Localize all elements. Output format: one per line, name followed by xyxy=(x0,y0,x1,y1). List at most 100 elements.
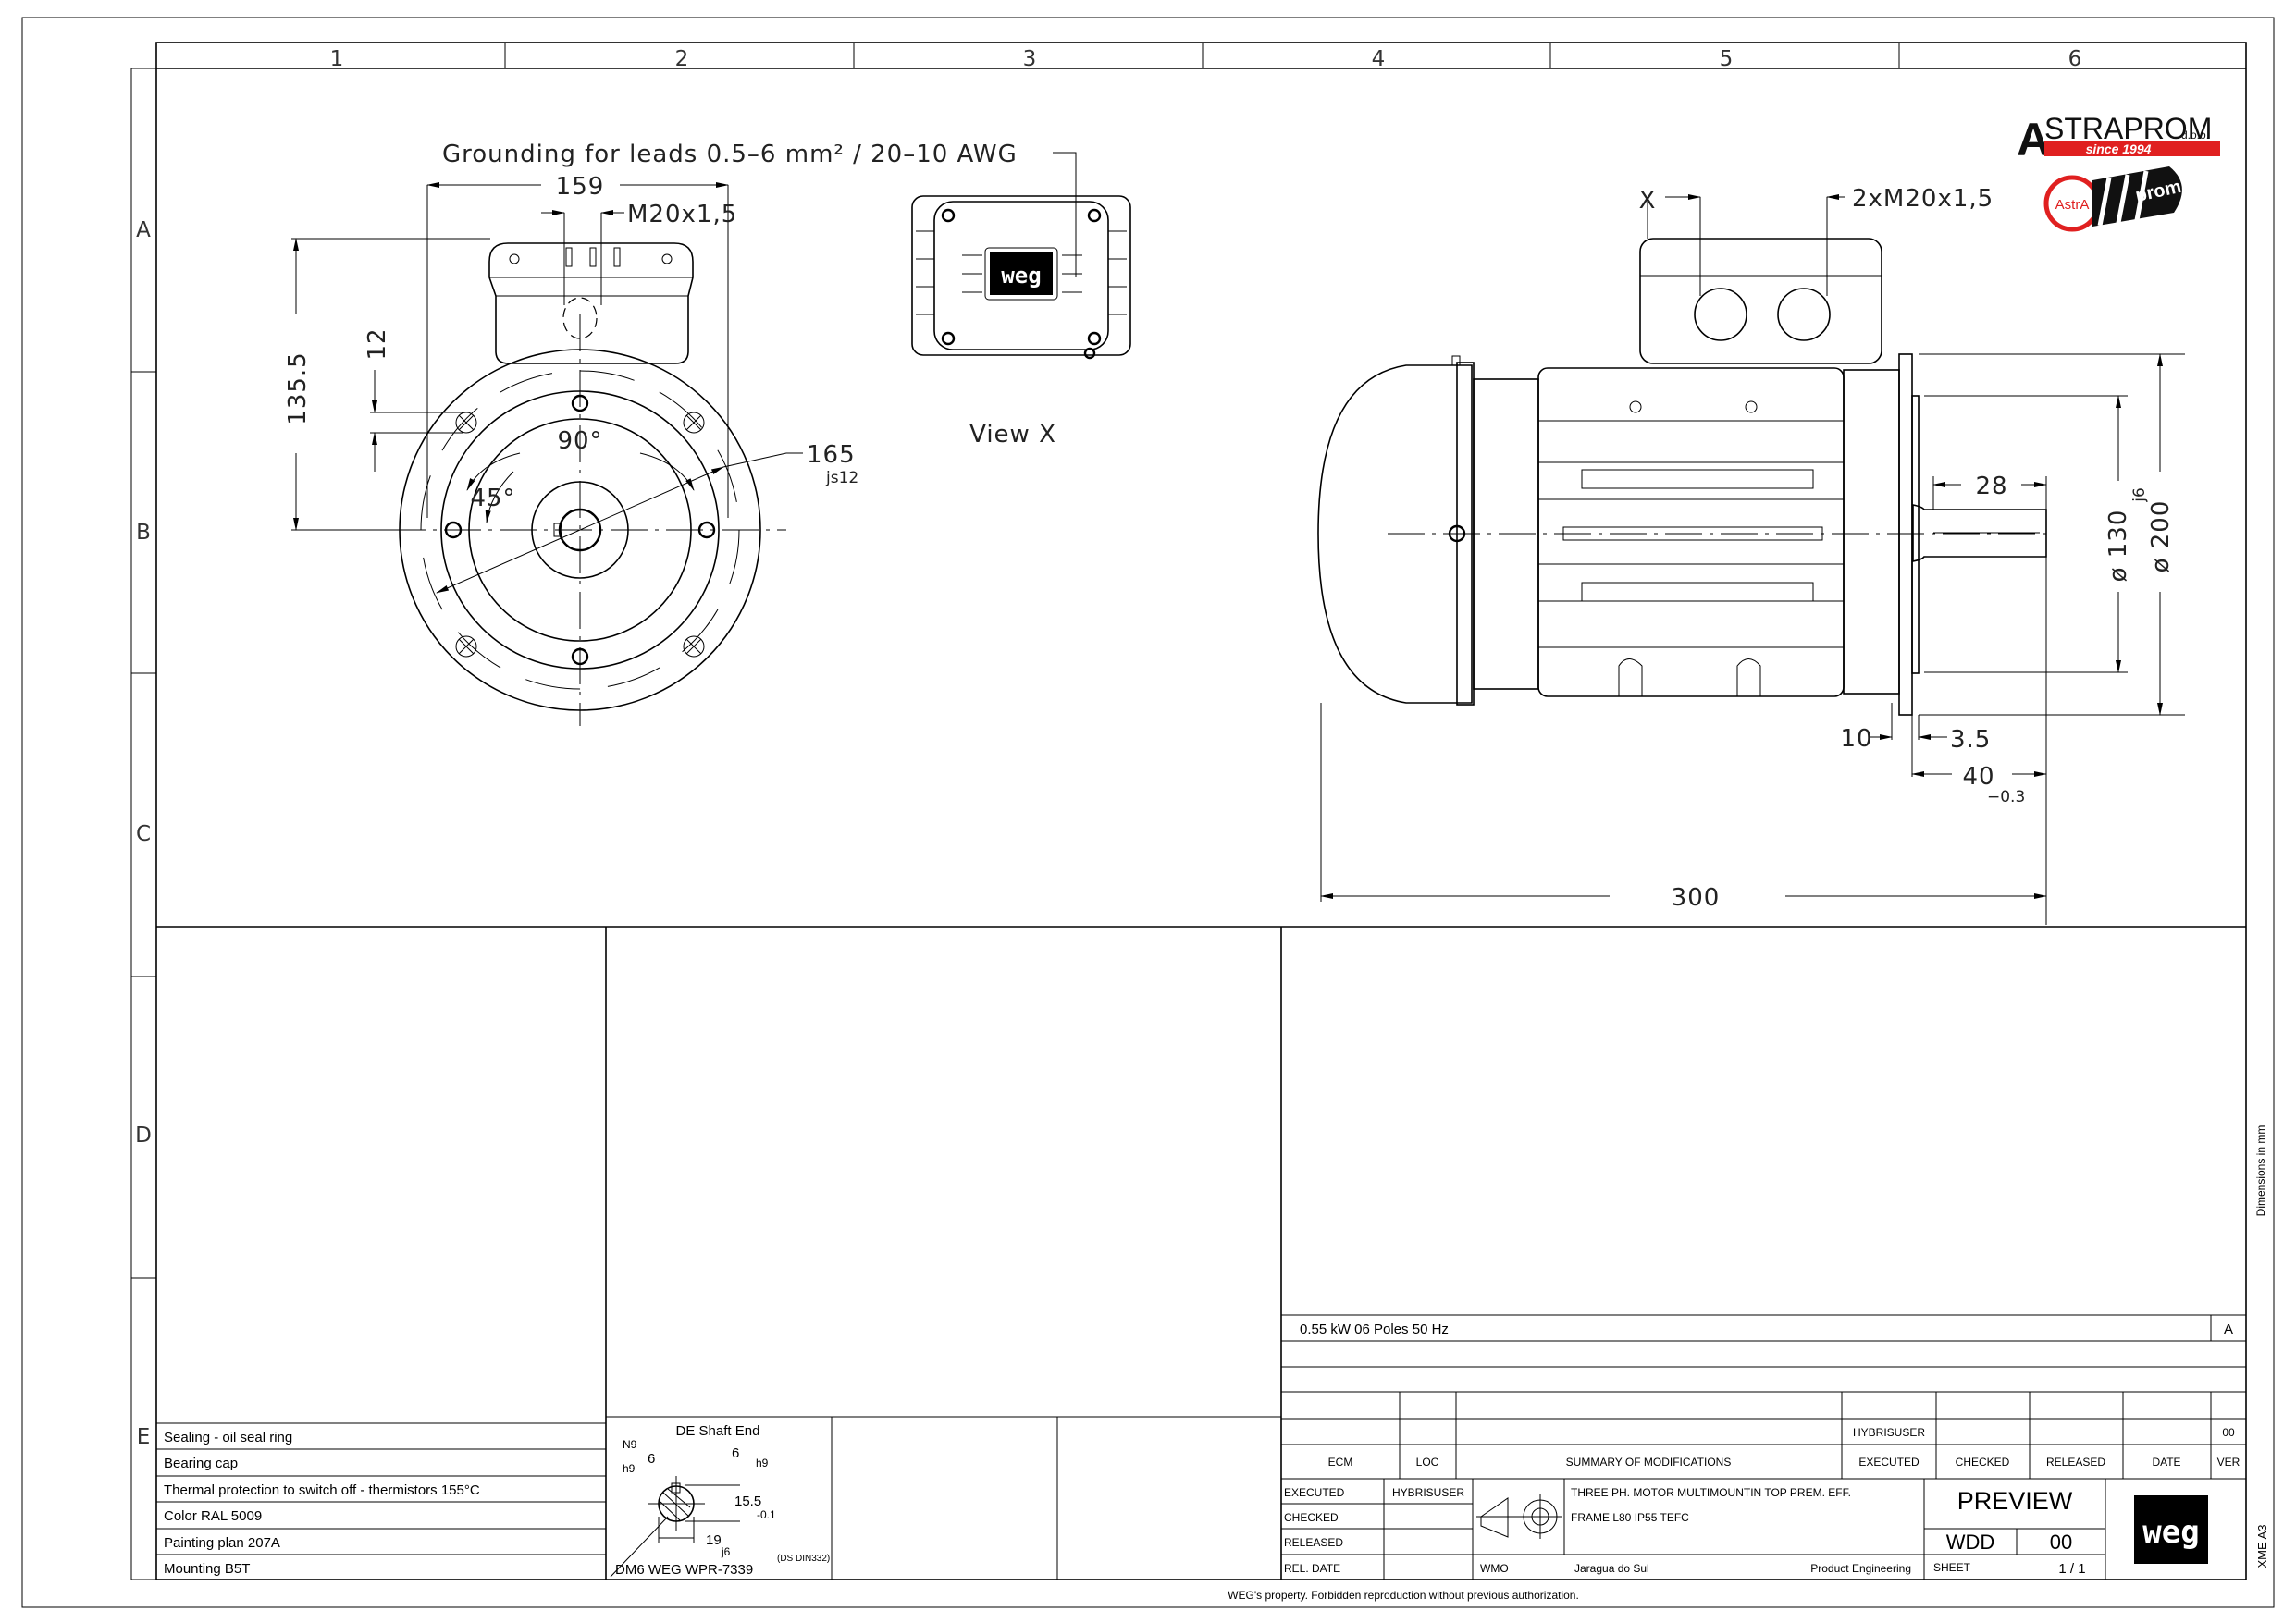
header-ecm: ECM xyxy=(1328,1456,1353,1469)
document-type: WDD xyxy=(1946,1531,1995,1554)
header-ver: VER xyxy=(2217,1456,2240,1469)
executed-by: HYBRISUSER xyxy=(1392,1486,1464,1499)
dim-pcd-165: 165 xyxy=(807,441,856,469)
dim-19: 19 xyxy=(706,1532,722,1548)
row-label: E xyxy=(137,1425,151,1449)
dim-spigot-depth-3-5: 3.5 xyxy=(1950,726,1991,754)
dim-15-5: 15.5 xyxy=(734,1494,761,1509)
angle-90: 90° xyxy=(557,427,602,455)
location: Jaragua do Sul xyxy=(1574,1562,1649,1575)
weg-logo-small: weg xyxy=(1001,263,1041,289)
sheet-format: XME A3 xyxy=(2255,1525,2269,1568)
label-checked: CHECKED xyxy=(1284,1511,1339,1524)
svg-text:weg: weg xyxy=(2142,1514,2199,1551)
view-x-label: View X xyxy=(969,421,1056,449)
svg-text:STRAPROM: STRAPROM xyxy=(2044,112,2212,145)
front-view: 159 M20x1,5 135.5 12 90° 45° 165 js12 xyxy=(284,173,858,726)
units-note: Dimensions in mm xyxy=(2254,1125,2267,1217)
center-hole-standard: (DS DIN332) xyxy=(777,1554,830,1564)
label-executed: EXECUTED xyxy=(1284,1486,1345,1499)
header-executed: EXECUTED xyxy=(1858,1456,1920,1469)
status-preview: PREVIEW xyxy=(1957,1487,2073,1515)
row-letters: A B C D E xyxy=(135,218,152,1449)
document-revision: 00 xyxy=(2050,1531,2072,1554)
sheet-number: 1 / 1 xyxy=(2058,1561,2085,1577)
revision-version: 00 xyxy=(2222,1426,2235,1439)
dim-hole-12: 12 xyxy=(364,327,391,360)
unit: WMO xyxy=(1480,1562,1509,1575)
shaft-end-detail: DE Shaft End N9 6 h9 6 h9 15.5 -0.1 19 j… xyxy=(605,1416,1281,1580)
label-rel-date: REL. DATE xyxy=(1284,1562,1340,1575)
column-label: 3 xyxy=(1023,47,1037,71)
header-checked: CHECKED xyxy=(1956,1456,2010,1469)
note-item: Thermal protection to switch off - therm… xyxy=(164,1482,480,1498)
dim-spigot-130: ø 130 xyxy=(2105,510,2132,583)
dim-shaft-tolerance: −0.3 xyxy=(1987,788,2025,806)
department: Product Engineering xyxy=(1810,1562,1911,1575)
dim-pcd-tolerance: js12 xyxy=(825,469,858,487)
description-line-1: THREE PH. MOTOR MULTIMOUNTIN TOP PREM. E… xyxy=(1571,1486,1851,1499)
tolerance-minus-0-1: -0.1 xyxy=(757,1508,776,1521)
description-line-2: FRAME L80 IP55 TEFC xyxy=(1571,1511,1689,1524)
dim-width-159: 159 xyxy=(556,173,605,201)
dim-shaft-40: 40 xyxy=(1962,763,1994,791)
svg-text:A: A xyxy=(2017,114,2050,166)
svg-text:since 1994: since 1994 xyxy=(2086,141,2152,156)
side-view: X 2xM20x1,5 ø 130 j6 ø 200 28 10 3.5 40 … xyxy=(1317,185,2185,925)
title-block: 0.55 kW 06 Poles 50 Hz A HYBRISUSER 00 E… xyxy=(1281,1314,2246,1580)
row-label: D xyxy=(135,1124,152,1148)
svg-text:AstrA: AstrA xyxy=(2055,197,2090,213)
row-label: B xyxy=(136,521,151,545)
column-label: 4 xyxy=(1372,47,1386,71)
note-item: Bearing cap xyxy=(164,1456,238,1471)
motor-spec: 0.55 kW 06 Poles 50 Hz xyxy=(1300,1322,1449,1337)
note-item: Color RAL 5009 xyxy=(164,1508,262,1524)
copyright-footer: WEG's property. Forbidden reproduction w… xyxy=(1228,1589,1579,1602)
view-marker-x: X xyxy=(1639,187,1657,215)
key-height-6: 6 xyxy=(732,1445,739,1461)
label-released: RELEASED xyxy=(1284,1536,1343,1549)
astraprom-logo: A STRAPROM d.o.o. since 1994 AstrA prom xyxy=(2017,112,2220,232)
dim-spigot-tolerance: j6 xyxy=(2130,487,2149,503)
svg-text:d.o.o.: d.o.o. xyxy=(2181,129,2209,141)
note-item: Mounting B5T xyxy=(164,1561,250,1577)
column-label: 2 xyxy=(675,47,689,71)
dim-total-300: 300 xyxy=(1672,884,1721,912)
dim-flange-200: ø 200 xyxy=(2147,500,2175,573)
header-released: RELEASED xyxy=(2046,1456,2105,1469)
note-item: Painting plan 207A xyxy=(164,1535,280,1551)
sheet-frame xyxy=(21,17,2275,1608)
terminal-box-side xyxy=(1639,238,1882,364)
column-numbers: 1 2 3 4 5 6 xyxy=(330,47,2082,71)
notes-table: Sealing - oil seal ring Bearing cap Ther… xyxy=(156,1422,606,1577)
header-summary: SUMMARY OF MODIFICATIONS xyxy=(1566,1456,1732,1469)
header-loc: LOC xyxy=(1416,1456,1439,1469)
revision-executed-by: HYBRISUSER xyxy=(1853,1426,1925,1439)
dim-gland-m20: M20x1,5 xyxy=(627,201,737,228)
dim-height-135-5: 135.5 xyxy=(284,351,312,424)
revision-letter: A xyxy=(2224,1322,2233,1337)
projection-symbol-icon xyxy=(1476,1494,1562,1539)
column-label: 1 xyxy=(330,47,344,71)
grounding-note: Grounding for leads 0.5–6 mm² / 20–10 AW… xyxy=(442,141,1018,168)
tolerance-n9: N9 xyxy=(623,1438,637,1451)
tolerance-h9-right: h9 xyxy=(756,1457,769,1469)
dim-glands-2xm20: 2xM20x1,5 xyxy=(1852,185,1994,213)
row-label: A xyxy=(136,218,151,242)
dim-shaft-28: 28 xyxy=(1975,473,2007,500)
column-label: 6 xyxy=(2068,47,2082,71)
tolerance-h9-left: h9 xyxy=(623,1462,636,1475)
key-width-6: 6 xyxy=(648,1451,655,1467)
row-label: C xyxy=(136,822,151,846)
dim-flange-thickness-10: 10 xyxy=(1840,725,1872,753)
tolerance-j6: j6 xyxy=(721,1545,731,1558)
center-hole-spec: DM6 WEG WPR-7339 xyxy=(615,1562,753,1578)
terminal-box-front xyxy=(488,242,694,364)
angle-45: 45° xyxy=(470,485,515,512)
sheet-label: SHEET xyxy=(1933,1561,1971,1574)
note-item: Sealing - oil seal ring xyxy=(164,1430,292,1445)
header-date: DATE xyxy=(2152,1456,2180,1469)
view-x-terminal-box: weg xyxy=(911,195,1131,360)
weg-logo: weg xyxy=(2134,1495,2208,1564)
